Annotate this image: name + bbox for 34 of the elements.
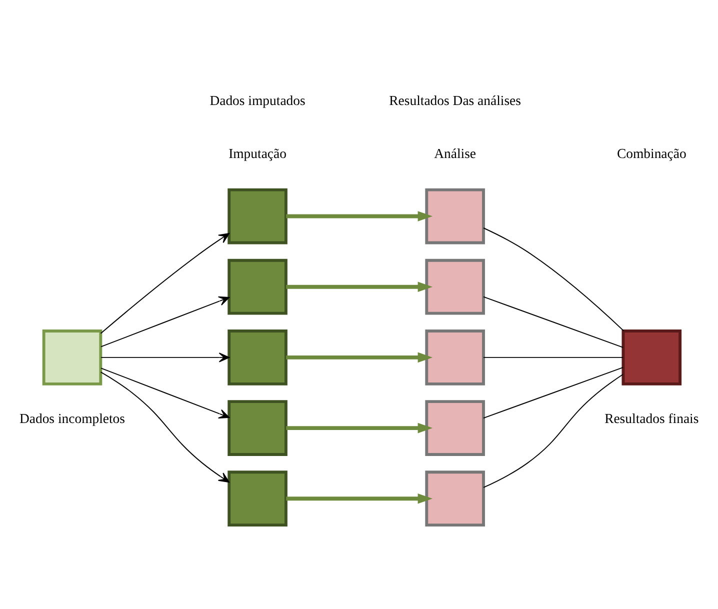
- connector: [483, 228, 624, 332]
- node-box: [228, 188, 288, 244]
- arrow: [286, 422, 433, 434]
- label: Dados imputados: [210, 93, 306, 108]
- node-box: [425, 188, 485, 244]
- arrow: [100, 233, 230, 334]
- connector: [483, 296, 624, 348]
- node-box: [228, 258, 288, 315]
- arrow: [100, 368, 230, 419]
- label: Imputação: [228, 146, 286, 162]
- node-label: Resultados finais: [604, 410, 699, 426]
- connector: [483, 374, 624, 488]
- node-box: [425, 470, 485, 527]
- node-box: [622, 330, 682, 386]
- node-label: Dados incompletos: [19, 410, 126, 426]
- arrow: [100, 372, 230, 483]
- arrow: [286, 493, 433, 504]
- label: Combinação: [616, 146, 686, 162]
- connector: [483, 366, 624, 419]
- arrow: [286, 211, 433, 222]
- arrow: [100, 352, 230, 362]
- connector: [483, 356, 624, 358]
- node-box: [425, 258, 485, 315]
- arrow: [286, 282, 433, 292]
- node-box: [42, 330, 102, 386]
- node-box: [228, 400, 288, 456]
- node-box: [425, 330, 485, 386]
- node-box: [425, 400, 485, 456]
- label: Análise: [434, 146, 476, 162]
- arrow: [100, 296, 230, 348]
- node-box: [228, 470, 288, 527]
- arrow: [286, 352, 433, 363]
- label: Resultados Das análises: [389, 93, 521, 108]
- node-box: [228, 330, 288, 386]
